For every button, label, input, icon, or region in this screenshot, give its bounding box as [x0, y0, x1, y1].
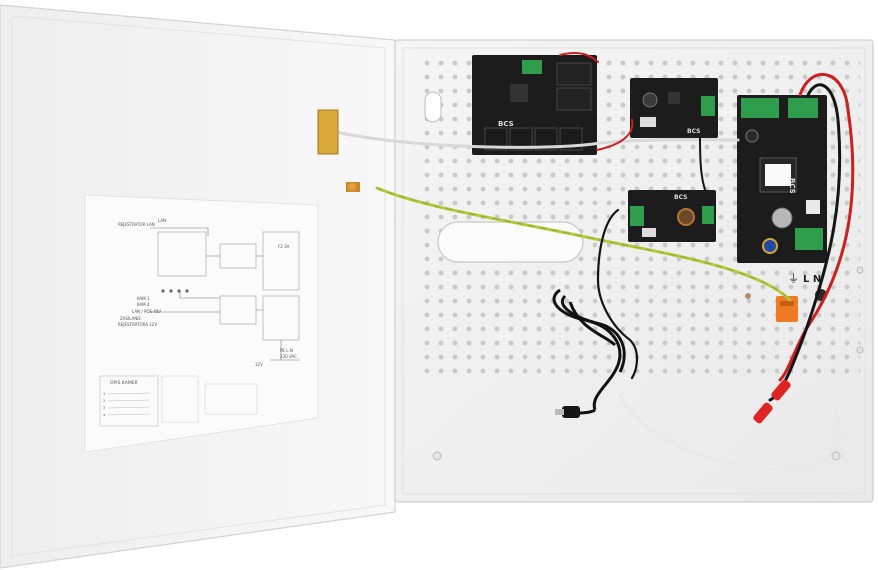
diagram-label-kam1: KAM 1 — [137, 296, 150, 301]
board-brand-2: BCS — [687, 128, 700, 135]
opis-row-4: 4 — [103, 413, 106, 417]
main-psu-board: BCS — [737, 95, 827, 263]
diagram-label-voltage: 230 VAC — [280, 354, 297, 359]
diagram-label-12v: 12V — [255, 362, 263, 367]
diagram-label-rejestrator-lan: REJESTRATOR LAN — [118, 222, 155, 227]
converter-board-lower: BCS — [628, 190, 716, 242]
earth-symbol: ⏚ — [788, 272, 799, 285]
terminal-l-n-label: L N — [803, 274, 821, 285]
red-crimp-terminal — [753, 379, 791, 424]
diagram-label-rejestratora: REJESTRATORA 12V — [118, 322, 157, 327]
coiled-dc-cable — [552, 288, 626, 415]
opis-row-2: 2 — [103, 399, 105, 403]
poe-switch-board: BCS — [472, 55, 597, 155]
diagram-label-lan-poe: LAN / POE 48V — [132, 309, 161, 314]
converter-board-top: BCS — [630, 78, 718, 138]
opis-kamer-title: OPIS KAMER — [110, 380, 138, 386]
diagram-label-psu: PE L N — [280, 348, 293, 353]
wiring-diagram-sheet: REJESTRATOR LAN LAN KAM 1 KAM 4 LAN / PO… — [84, 194, 319, 453]
diagram-label-fuse: F2 3A — [278, 244, 290, 249]
diagram-label-lan: LAN — [158, 218, 166, 223]
opis-row-1: 1 — [103, 392, 105, 396]
board-brand-3: BCS — [674, 194, 687, 201]
board-brand-psu: BCS — [788, 178, 796, 194]
door-ground-lug — [346, 182, 360, 192]
wiring — [334, 52, 855, 472]
diagram-label-zasilanie: ZASILANIE — [120, 316, 141, 321]
door-tamper-switch — [317, 109, 339, 155]
board-brand-1: BCS — [498, 120, 514, 128]
orange-terminal-block — [776, 296, 798, 322]
diagram-label-kam4: KAM 4 — [137, 302, 150, 307]
dc-plug — [555, 406, 580, 418]
opis-row-3: 3 — [103, 406, 105, 410]
